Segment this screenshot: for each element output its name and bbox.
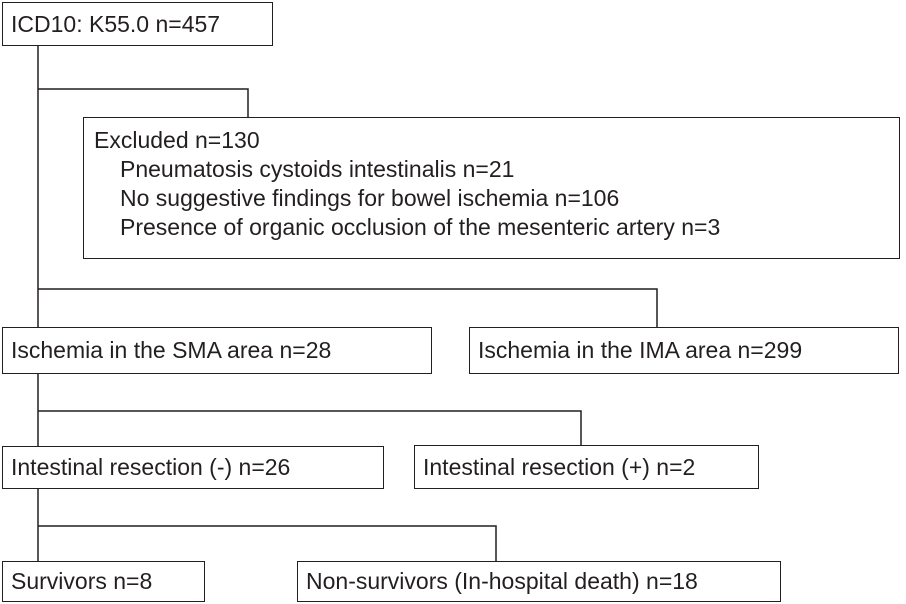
resection-neg-box: Intestinal resection (-) n=26 bbox=[2, 446, 384, 489]
survivors-box: Survivors n=8 bbox=[2, 561, 205, 602]
ima-box: Ischemia in the IMA area n=299 bbox=[469, 327, 899, 374]
excluded-title: Excluded n=130 bbox=[94, 127, 260, 153]
connector-to-ima bbox=[38, 288, 658, 328]
non-survivors-box: Non-survivors (In-hospital death) n=18 bbox=[297, 561, 781, 602]
survivors-label: Survivors n=8 bbox=[11, 568, 153, 594]
resection-pos-label: Intestinal resection (+) n=2 bbox=[423, 453, 696, 480]
sma-box: Ischemia in the SMA area n=28 bbox=[2, 327, 432, 374]
excluded-reason: Presence of organic occlusion of the mes… bbox=[120, 214, 721, 240]
resection-neg-label: Intestinal resection (-) n=26 bbox=[11, 454, 291, 480]
excluded-reason: No suggestive findings for bowel ischemi… bbox=[120, 185, 620, 211]
root-label: ICD10: K55.0 n=457 bbox=[11, 10, 221, 37]
excluded-box: Excluded n=130 Pneumatosis cystoids inte… bbox=[83, 117, 900, 259]
non-survivors-label: Non-survivors (In-hospital death) n=18 bbox=[306, 568, 698, 594]
ima-label: Ischemia in the IMA area n=299 bbox=[478, 337, 803, 363]
excluded-reason: Pneumatosis cystoids intestinalis n=21 bbox=[120, 156, 515, 182]
resection-pos-box: Intestinal resection (+) n=2 bbox=[414, 445, 759, 489]
sma-label: Ischemia in the SMA area n=28 bbox=[11, 337, 332, 363]
root-box: ICD10: K55.0 n=457 bbox=[2, 2, 273, 46]
connector-to-excluded bbox=[38, 88, 249, 118]
connector-to-resection-pos bbox=[38, 410, 582, 446]
connector-to-non-survivors bbox=[38, 525, 497, 562]
